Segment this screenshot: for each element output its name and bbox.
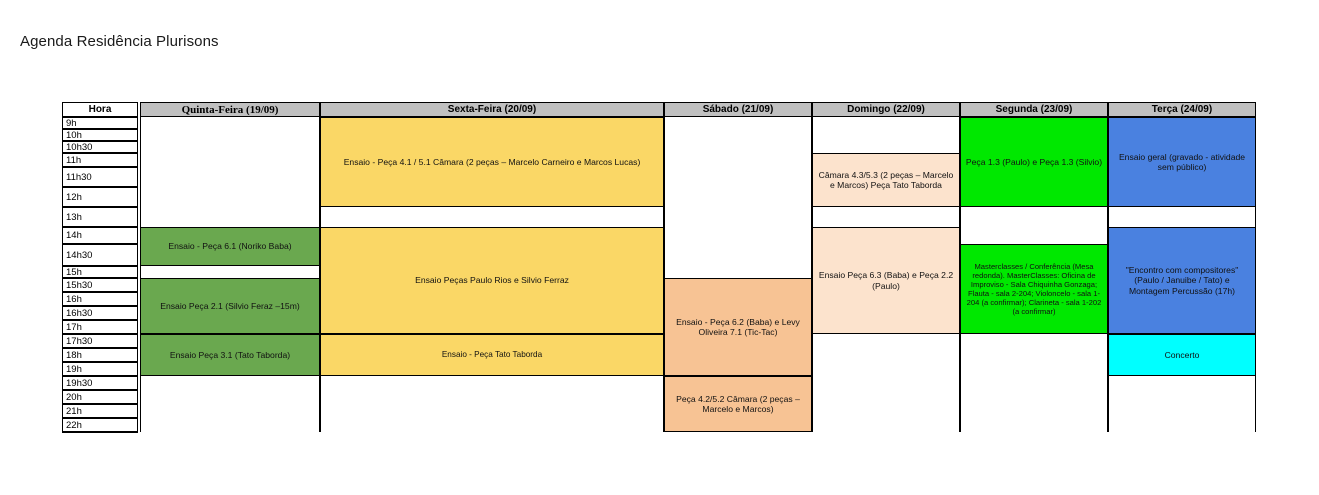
event-label: Ensaio Peças Paulo Rios e Silvio Ferraz (415, 275, 569, 286)
event-block[interactable]: Ensaio Peça 6.3 (Baba) e Peça 2.2 (Paulo… (812, 227, 960, 334)
event-block[interactable]: Ensaio Peça 2.1 (Silvio Feraz –15m) (140, 278, 320, 334)
column-header-day-1: Quinta-Feira (19/09) (140, 102, 320, 117)
hour-cell[interactable]: 12h (62, 187, 138, 207)
event-label: "Encontro com compositores" (Paulo / Jan… (1125, 264, 1239, 296)
hour-cell[interactable]: 17h (62, 320, 138, 334)
event-label: Masterclasses / Conferência (Mesa redond… (966, 261, 1102, 317)
column-header-day-3: Sábado (21/09) (664, 102, 812, 117)
hour-cell[interactable]: 16h30 (62, 306, 138, 320)
column-header-day-4: Domingo (22/09) (812, 102, 960, 117)
hour-cell[interactable]: 9h (62, 117, 138, 129)
day-column-1 (140, 117, 320, 432)
hour-cell[interactable]: 13h (62, 207, 138, 227)
page-title: Agenda Residência Plurisons (20, 33, 219, 50)
event-block[interactable]: Ensaio - Peça 6.2 (Baba) e Levy Oliveira… (664, 278, 812, 376)
hour-cell[interactable]: 17h30 (62, 334, 138, 348)
hour-cell[interactable]: 15h (62, 266, 138, 278)
day-column-3 (664, 117, 812, 432)
event-block[interactable]: Masterclasses / Conferência (Mesa redond… (960, 244, 1108, 334)
event-label: Peça 1.3 (Paulo) e Peça 1.3 (Silvio) (965, 156, 1103, 167)
event-label: Ensaio Peça 3.1 (Tato Taborda) (169, 349, 291, 360)
hour-cell[interactable]: 19h (62, 362, 138, 376)
event-block[interactable]: Peça 4.2/5.2 Câmara (2 peças – Marcelo e… (664, 376, 812, 432)
column-header-day-6: Terça (24/09) (1108, 102, 1256, 117)
hour-cell[interactable]: 14h (62, 227, 138, 244)
hour-cell[interactable]: 22h (62, 418, 138, 432)
event-block[interactable]: Ensaio - Peça Tato Taborda (320, 334, 664, 376)
event-label: Câmara 4.3/5.3 (2 peças – Marcelo e Marc… (818, 169, 954, 190)
event-block[interactable]: Ensaio Peça 3.1 (Tato Taborda) (140, 334, 320, 376)
event-label: Ensaio - Peça 4.1 / 5.1 Câmara (2 peças … (343, 156, 641, 167)
event-block[interactable]: Concerto (1108, 334, 1256, 376)
event-label: Ensaio Peça 2.1 (Silvio Feraz –15m) (160, 300, 300, 311)
hour-cell[interactable]: 18h (62, 348, 138, 362)
column-header-hora: Hora (62, 102, 138, 117)
event-block[interactable]: Ensaio geral (gravado - atividade sem pú… (1108, 117, 1256, 207)
event-label: Ensaio Peça 6.3 (Baba) e Peça 2.2 (Paulo… (818, 270, 954, 291)
hour-cell[interactable]: 11h30 (62, 167, 138, 187)
hour-cell[interactable]: 21h (62, 404, 138, 418)
hour-cell[interactable]: 19h30 (62, 376, 138, 390)
column-header-day-2: Sexta-Feira (20/09) (320, 102, 664, 117)
event-label: Peça 4.2/5.2 Câmara (2 peças – Marcelo e… (676, 393, 800, 414)
hour-cell[interactable]: 10h30 (62, 141, 138, 153)
event-block[interactable]: Ensaio - Peça 6.1 (Noriko Baba) (140, 227, 320, 266)
column-header-day-5: Segunda (23/09) (960, 102, 1108, 117)
event-label: Ensaio - Peça 6.1 (Noriko Baba) (168, 241, 292, 252)
hour-cell[interactable]: 15h30 (62, 278, 138, 292)
event-label: Ensaio geral (gravado - atividade sem pú… (1118, 151, 1246, 172)
event-label: Ensaio - Peça 6.2 (Baba) e Levy Oliveira… (676, 316, 800, 337)
event-block[interactable]: Câmara 4.3/5.3 (2 peças – Marcelo e Marc… (812, 153, 960, 207)
table-bottom-border (62, 432, 138, 433)
event-block[interactable]: Peça 1.3 (Paulo) e Peça 1.3 (Silvio) (960, 117, 1108, 207)
hour-cell[interactable]: 14h30 (62, 244, 138, 266)
event-block[interactable]: Ensaio - Peça 4.1 / 5.1 Câmara (2 peças … (320, 117, 664, 207)
hour-cell[interactable]: 20h (62, 390, 138, 404)
hour-cell[interactable]: 10h (62, 129, 138, 141)
hour-cell[interactable]: 16h (62, 292, 138, 306)
event-label: Concerto (1164, 349, 1200, 360)
event-block[interactable]: Ensaio Peças Paulo Rios e Silvio Ferraz (320, 227, 664, 334)
event-label: Ensaio - Peça Tato Taborda (441, 350, 543, 359)
event-block[interactable]: "Encontro com compositores" (Paulo / Jan… (1108, 227, 1256, 334)
hour-cell[interactable]: 11h (62, 153, 138, 167)
